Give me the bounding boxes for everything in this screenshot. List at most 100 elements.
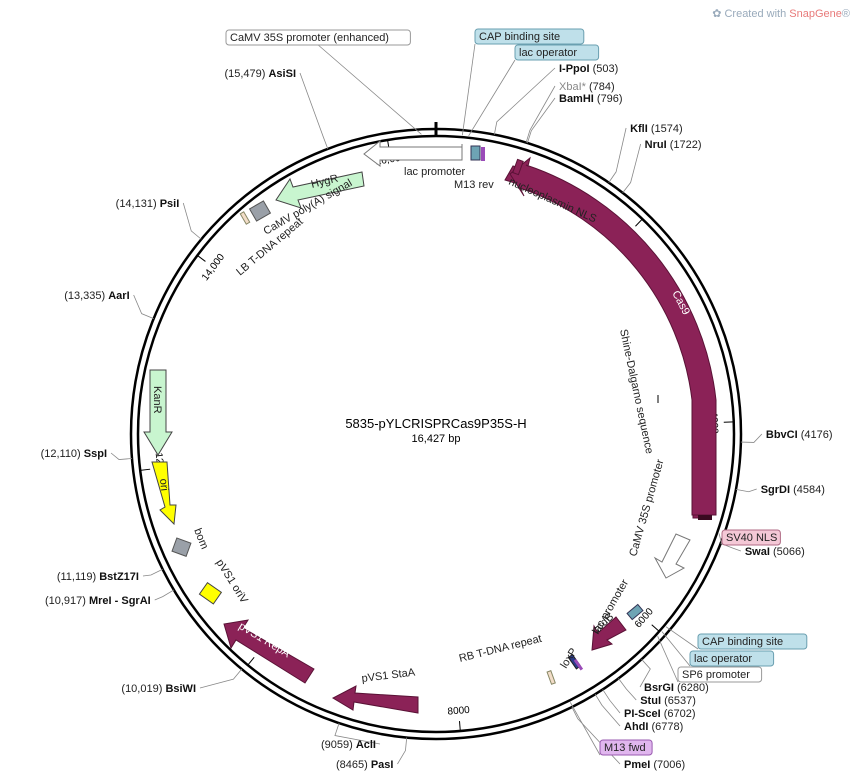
site-label: (13,335) AarI xyxy=(64,290,129,302)
label-pvs1-oriv: pVS1 oriV xyxy=(213,557,250,606)
site-leader xyxy=(740,433,763,443)
plasmid-name: 5835-pYLCRISPRCas9P35S-H xyxy=(345,416,526,431)
site-stui[interactable]: StuI (6537) xyxy=(640,695,696,707)
site-label: (10,019) BsiWI xyxy=(121,683,196,695)
boxed-label-leader xyxy=(569,702,601,756)
restriction-sites: (15,479) AsiSI (14,131) PsiI (13,335) AarI… xyxy=(41,63,833,771)
site-label: StuI (6537) xyxy=(640,695,696,707)
site-sgrdi[interactable]: SgrDI (4584) xyxy=(761,484,825,496)
site-pmei[interactable]: PmeI (7006) xyxy=(624,759,685,771)
plasmid-length: 16,427 bp xyxy=(412,433,461,445)
site-nrui[interactable]: NruI (1722) xyxy=(645,139,702,151)
site-ahdi[interactable]: AhdI (6778) xyxy=(624,721,683,733)
site-label: BsrGI (6280) xyxy=(644,682,709,694)
site-swai[interactable]: SwaI (5066) xyxy=(745,546,805,558)
m13fwd-marker xyxy=(573,658,584,671)
site-label: (9059) AclI xyxy=(321,739,376,751)
boxed-label-cap-binding-site[interactable]: CAP binding site xyxy=(461,28,585,136)
site-label: (8465) PasI xyxy=(336,759,394,771)
leaf-icon: ✿ xyxy=(712,8,722,20)
site-aari[interactable]: (13,335) AarI xyxy=(64,290,129,302)
scale-tick xyxy=(635,218,643,227)
boxed-label-frame xyxy=(599,739,653,756)
site-bsiwi[interactable]: (10,019) BsiWI xyxy=(121,683,196,695)
boxed-label-lac-operator[interactable]: lac operator xyxy=(661,631,775,667)
site-mrei-sgrai[interactable]: (10,917) MreI - SgrAI xyxy=(45,595,151,607)
boxed-label-lac-operator[interactable]: lac operator xyxy=(468,44,600,136)
label-m13-rev: M13 rev xyxy=(454,179,494,191)
site-label: XbaI* (784) xyxy=(559,81,615,93)
site-label: (12,110) SspI xyxy=(41,448,107,460)
site-bbvci[interactable]: BbvCI (4176) xyxy=(766,429,833,441)
site-label: SgrDI (4584) xyxy=(761,484,825,496)
pvs1-staa-feature[interactable] xyxy=(331,685,419,714)
label-pvs1-staa: pVS1 StaA xyxy=(361,666,417,685)
site-label: PmeI (7006) xyxy=(624,759,685,771)
site-label: (11,119) BstZ17I xyxy=(57,571,139,583)
camv35s-promoter-feature[interactable] xyxy=(653,533,691,579)
boxed-label-frame xyxy=(689,650,775,667)
label-lac-promoter-top: lac promoter xyxy=(404,166,465,178)
site-leader xyxy=(142,568,163,577)
site-leader xyxy=(154,589,175,601)
site-leader xyxy=(602,689,621,714)
cap-lac-block-top xyxy=(470,145,481,161)
m13rev-marker xyxy=(481,147,485,161)
hygr-feature[interactable] xyxy=(275,171,365,209)
site-bamhi[interactable]: BamHI (796) xyxy=(559,93,623,105)
pvs1-repa-feature[interactable] xyxy=(223,619,315,684)
site-leader xyxy=(735,488,757,493)
label-kanr: KanR xyxy=(151,386,163,414)
boxed-label-cap-binding-site[interactable]: CAP binding site xyxy=(665,626,808,650)
site-label: PI-SceI (6702) xyxy=(624,708,696,720)
boxed-label-leader xyxy=(661,631,691,667)
boxed-label-text: CAP binding site xyxy=(702,636,783,648)
scale-tick xyxy=(140,468,151,471)
site-pasi[interactable]: (8465) PasI xyxy=(336,759,394,771)
site-sspi[interactable]: (12,110) SspI xyxy=(41,448,107,460)
site-leader xyxy=(525,85,556,143)
site-leader xyxy=(527,97,556,144)
boxed-label-text: M13 fwd xyxy=(604,742,646,754)
scale-tick xyxy=(458,720,461,732)
site-leader xyxy=(493,67,556,135)
site-asisi[interactable]: (15,479) AsiSI xyxy=(224,68,296,80)
boxed-label-frame xyxy=(677,666,763,683)
site-psii[interactable]: (14,131) PsiI xyxy=(116,198,180,210)
site-bstz17i[interactable]: (11,119) BstZ17I xyxy=(57,571,139,583)
cap-lac-block-bottom xyxy=(626,603,644,621)
snapgene-watermark: ✿ Created with SnapGene® xyxy=(712,8,850,20)
site-label: I-PpoI (503) xyxy=(559,63,618,75)
boxed-label-sv40-nls[interactable]: SV40 NLS xyxy=(718,529,781,546)
pvs1-oriv-block xyxy=(198,581,223,605)
label-camv35s-promoter: CaMV 35S promoter xyxy=(627,458,666,558)
boxed-label-camv-35s-promoter-enhanced-[interactable]: CaMV 35S promoter (enhanced) xyxy=(225,29,422,135)
cas9-arc[interactable] xyxy=(509,156,717,516)
rb-tdna-block xyxy=(546,670,556,685)
lac-promoter-top[interactable] xyxy=(363,139,463,167)
site-leader xyxy=(199,668,243,689)
ori-feature[interactable] xyxy=(151,461,177,526)
site-xbai-[interactable]: XbaI* (784) xyxy=(559,81,615,93)
label-ori: ori xyxy=(157,478,170,491)
site-leader xyxy=(182,202,202,240)
boxed-label-sp6-promoter[interactable]: SP6 promoter xyxy=(657,636,763,683)
site-bsrgi[interactable]: BsrGI (6280) xyxy=(644,682,709,694)
kanr-feature[interactable] xyxy=(143,369,173,456)
boxed-label-text: CAP binding site xyxy=(479,31,560,43)
site-label: SwaI (5066) xyxy=(745,546,805,558)
ccdb-feature[interactable] xyxy=(591,616,627,651)
site-kfli[interactable]: KflI (1574) xyxy=(630,123,683,135)
site-label: AhdI (6778) xyxy=(624,721,683,733)
boxed-label-leader xyxy=(665,626,699,650)
site-i-ppoi[interactable]: I-PpoI (503) xyxy=(559,63,618,75)
nucleoplasmin-nls-block xyxy=(512,158,524,176)
boxed-label-text: lac operator xyxy=(519,47,577,59)
boxed-label-frame xyxy=(225,29,411,46)
boxed-label-m13-fwd[interactable]: M13 fwd xyxy=(569,702,653,756)
site-pi-scei[interactable]: PI-SceI (6702) xyxy=(624,708,696,720)
label-shine-dalgarno: Shine-Dalgarno sequence xyxy=(617,328,655,455)
label-bom: bom xyxy=(191,527,210,551)
boxed-label-leader xyxy=(468,59,516,136)
site-acli[interactable]: (9059) AclI xyxy=(321,739,376,751)
